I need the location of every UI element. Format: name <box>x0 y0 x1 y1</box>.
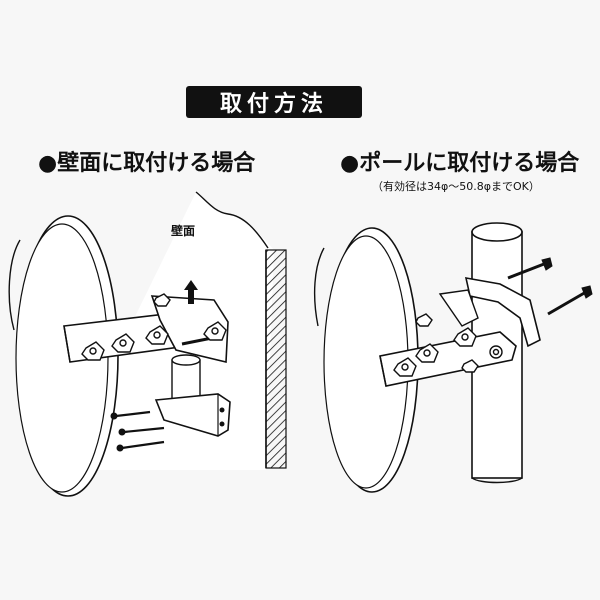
clamp-plate <box>150 295 229 364</box>
pole-clamp <box>464 277 541 348</box>
mirror-face <box>15 223 109 493</box>
wall-edge <box>195 191 269 249</box>
pole-diameter-note: （有効径は34φ～50.8φまでOK） <box>372 180 540 193</box>
wall-mount-illustration <box>8 191 287 497</box>
pole-mount-heading: ●ポールに取付ける場合 <box>340 151 580 176</box>
wall-mount-heading: ●壁面に取付ける場合 <box>38 151 256 176</box>
wood-screws <box>110 410 165 452</box>
arm-nuts <box>81 293 227 361</box>
page-title: 取付方法 <box>186 86 362 118</box>
long-bolts <box>507 257 593 316</box>
wall-hatching <box>265 249 287 469</box>
up-arrow-icon <box>184 280 198 304</box>
front-clamp <box>438 289 479 327</box>
pole-nuts <box>393 313 503 377</box>
mirror-rim-edge <box>8 239 21 331</box>
pole-mount-illustration <box>313 222 593 493</box>
wall-label: 壁面 <box>171 224 196 238</box>
